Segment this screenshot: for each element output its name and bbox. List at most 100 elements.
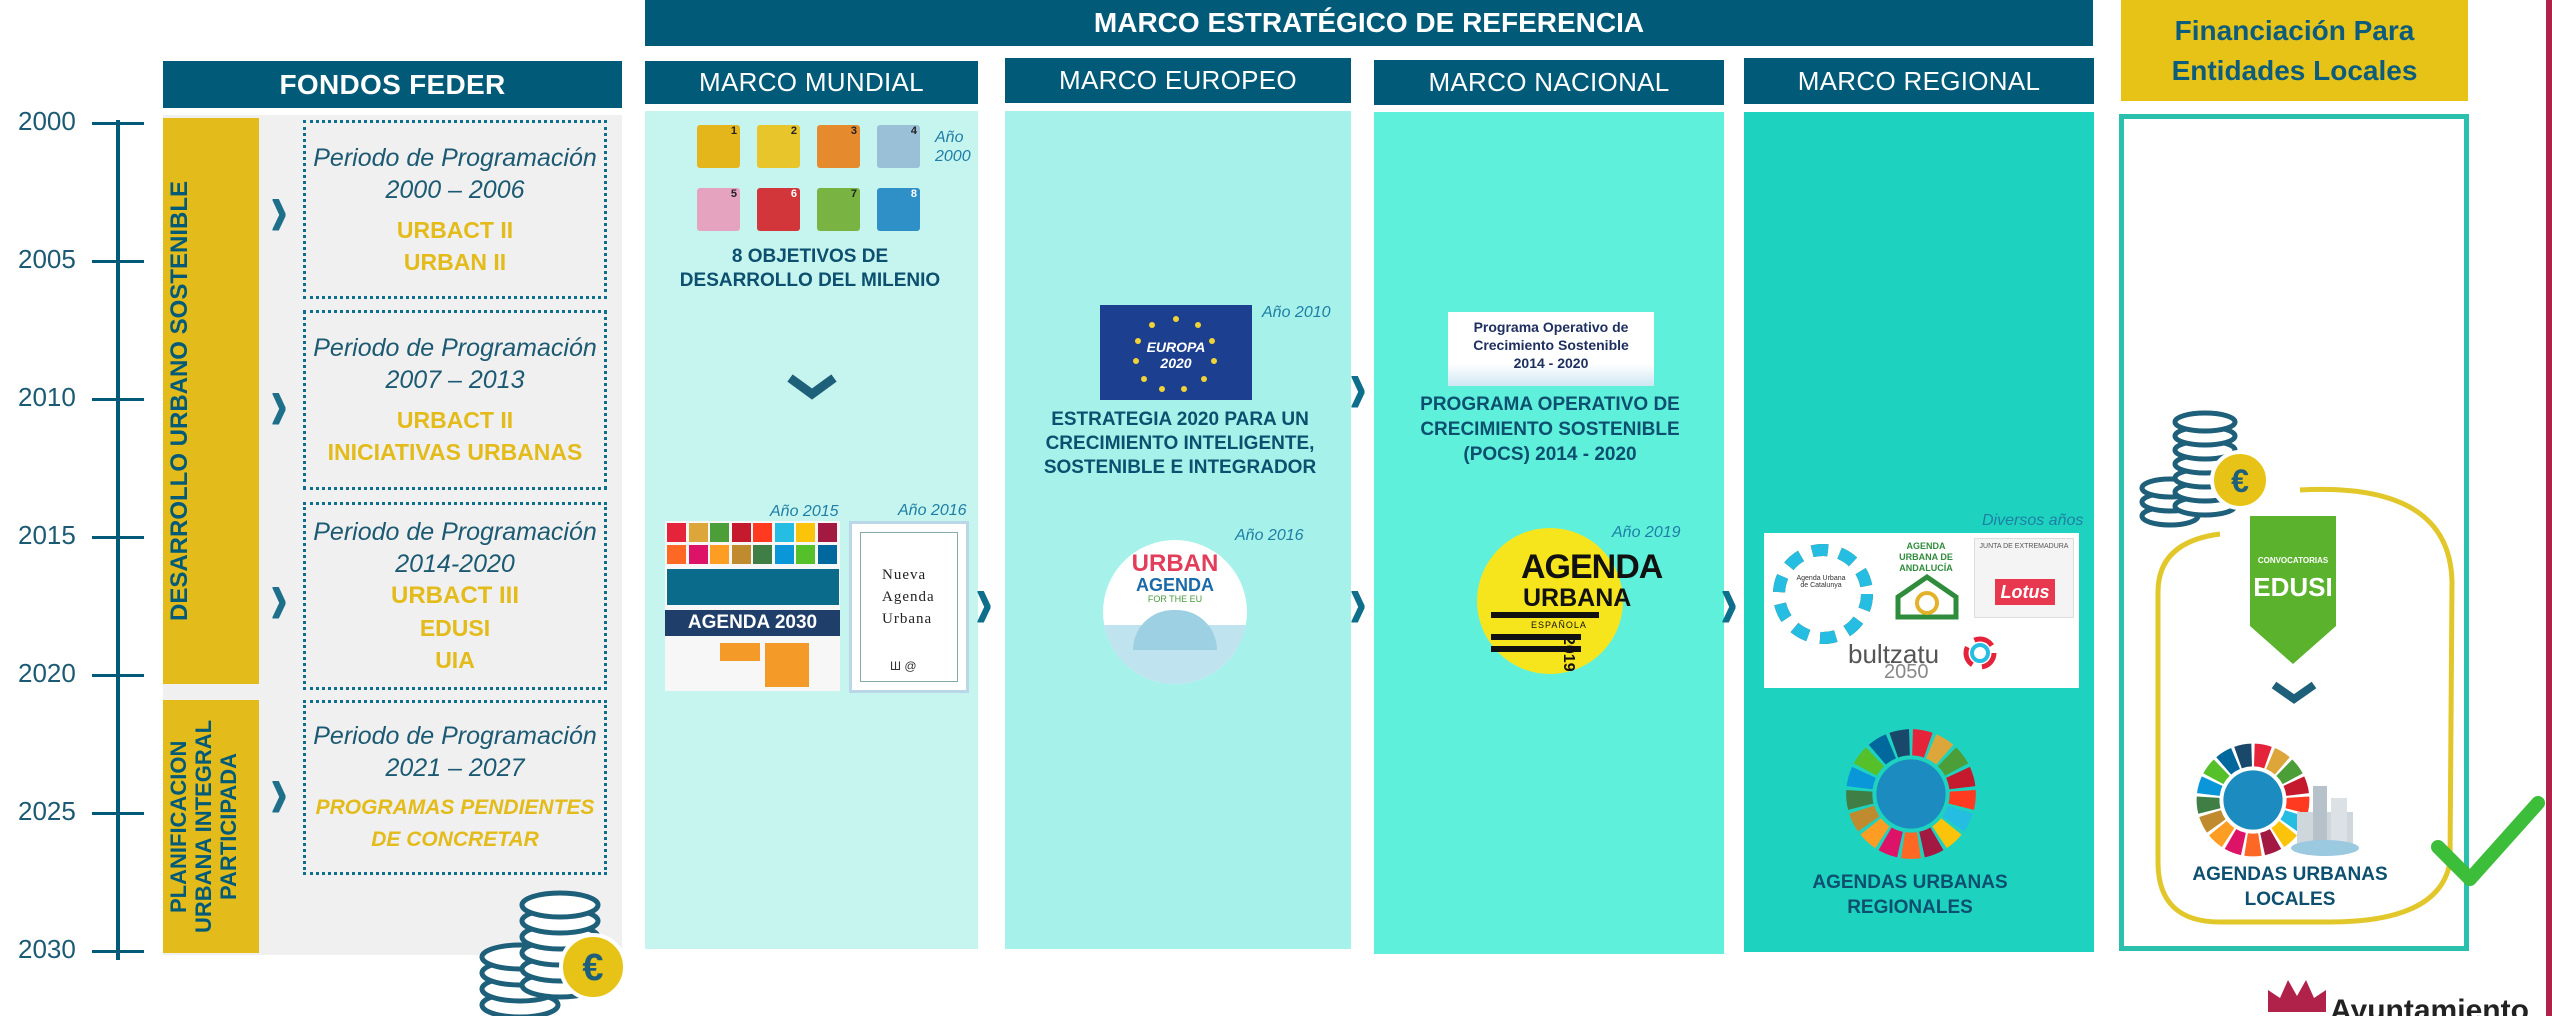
sdg-tile <box>731 545 751 564</box>
timeline-year-label: 2000 <box>18 106 76 136</box>
mundial-year-2015: Año 2015 <box>770 503 839 520</box>
euro-coins-icon: € <box>465 885 635 1016</box>
program-name: URBACT II <box>396 216 514 243</box>
sdg-wheel-segment <box>2271 821 2297 848</box>
odm-tiles: 1 2 3 4 5 6 7 8 <box>697 125 929 240</box>
period-years: 2007 – 2013 <box>385 366 525 394</box>
program-name: URBAN II <box>403 248 507 275</box>
sdg-tile <box>667 545 686 564</box>
regional-caption: AGENDAS URBANAS REGIONALES <box>1812 872 2008 918</box>
sdg-wheel-segment <box>2276 759 2303 785</box>
odm-goal-1: 1 <box>697 125 740 168</box>
mundial-title-text: MARCO MUNDIAL <box>699 67 924 97</box>
sdg-wheel-segment <box>2244 833 2262 857</box>
period-2014-2020: Periodo de Programación 2014-2020 URBACT… <box>303 502 607 690</box>
chevron-right-icon: › <box>270 358 288 448</box>
lotus-label: Lotus <box>1995 579 2055 605</box>
period-years: 2000 – 2006 <box>385 175 525 204</box>
sdg-wheel-segment <box>1846 789 1874 810</box>
period-2007-2013: Periodo de Programación 2007 – 2013 URBA… <box>303 310 607 490</box>
sdg-wheel-segment <box>1948 789 1976 810</box>
europeo-title-text: MARCO EUROPEO <box>1059 65 1297 95</box>
timeline-tick <box>92 536 144 539</box>
timeline-tick <box>92 122 144 125</box>
sdg-wheel-center <box>1876 759 1946 829</box>
agenda-bar <box>1491 634 1581 640</box>
period-label: Periodo de Programación <box>313 143 597 172</box>
timeline-year-label: 2030 <box>18 934 76 964</box>
nacional-title-text: MARCO NACIONAL <box>1428 67 1670 97</box>
svg-text:€: € <box>582 947 603 989</box>
timeline-tick <box>92 812 144 815</box>
sdg-wheel-segment <box>1932 818 1962 849</box>
sdg-tile <box>688 523 708 542</box>
phase-urban-sustainable: DESARROLLO URBANO SOSTENIBLE <box>163 118 259 684</box>
nueva-agenda-urbana-image: Nueva Agenda Urbana Ш @ <box>849 521 969 693</box>
sdg-wheel-segment <box>2224 829 2246 856</box>
chevron-right-icon: › <box>1349 556 1367 646</box>
extremadura-logo: JUNTA DE EXTREMADURA Lotus <box>1974 538 2074 618</box>
urban-agenda-eu-logo: URBAN AGENDA FOR THE EU <box>1103 540 1247 684</box>
sdg-wheel-icon <box>1842 725 1980 863</box>
program-name: EDUSI <box>419 615 491 641</box>
sdg-wheel-segment <box>1868 734 1896 765</box>
period-years: 2021 – 2027 <box>385 753 525 782</box>
feder-title-text: FONDOS FEDER <box>279 68 506 100</box>
sdg-wheel-segment <box>2197 776 2223 796</box>
urbana-word: URBANA <box>1523 584 1632 612</box>
agenda-bar <box>1491 646 1581 652</box>
espanola-word: ESPAÑOLA <box>1531 620 1587 630</box>
timeline-tick <box>92 950 144 953</box>
timeline-year-label: 2010 <box>18 382 76 412</box>
sdg-wheel-segment <box>1846 766 1876 790</box>
mundial-year-2016: Año 2016 <box>898 502 967 519</box>
phase-integral-planning-label: PLANIFICACION URBANA INTEGRAL PARTICIPAD… <box>166 719 241 934</box>
sdg-wheel-segment <box>1912 729 1933 758</box>
edge-decoration <box>2546 0 2552 1016</box>
funding-loop <box>2150 482 2460 932</box>
timeline-year-label: 2005 <box>18 244 76 274</box>
un-logos: Ш @ <box>890 659 917 673</box>
program-name: INICIATIVAS URBANAS <box>327 439 583 465</box>
chevron-down-icon <box>786 372 838 402</box>
regional-title: MARCO REGIONAL <box>1744 58 2094 104</box>
europeo-title: MARCO EUROPEO <box>1005 58 1351 103</box>
agenda-bar <box>1491 612 1599 618</box>
sdg-wheel-segment <box>1878 827 1903 858</box>
sdg-wheel-segment <box>2199 810 2226 833</box>
financing-caption: AGENDAS URBANAS LOCALES <box>2192 864 2388 910</box>
sdg-banner-strip <box>667 569 839 605</box>
sdg-wheel-segment <box>2196 796 2221 814</box>
period-2021-2027: Periodo de Programación 2021 – 2027 PROG… <box>303 700 607 875</box>
chevron-right-icon: › <box>270 746 288 836</box>
program-name: URBACT III <box>391 582 519 609</box>
period-2000-2006: Periodo de Programación 2000 – 2006 URBA… <box>303 120 607 299</box>
program-name: URBACT II <box>396 407 514 433</box>
sdg-tile <box>753 523 772 542</box>
program-name: UIA <box>435 647 475 673</box>
odm-goal-4: 4 <box>877 125 920 168</box>
timeline-tick <box>92 260 144 263</box>
europeo-caption: ESTRATEGIA 2020 PARA UN CRECIMIENTO INTE… <box>1043 409 1317 478</box>
chevron-right-icon: › <box>1349 341 1367 431</box>
local-agendas-icon <box>2193 740 2368 860</box>
timeline-year-label: 2015 <box>18 520 76 550</box>
sdg-tile <box>796 523 815 542</box>
sdg-tile <box>817 523 837 542</box>
mundial-year-2000: Año 2000 <box>935 129 971 165</box>
regional-agendas-logos: Agenda Urbana de Catalunya AGENDA URBANA… <box>1764 533 2079 688</box>
sdg-wheel-segment <box>1937 747 1969 776</box>
phase-urban-sustainable-label: DESARROLLO URBANO SOSTENIBLE <box>166 180 193 621</box>
pocs-logo-line: 2014 - 2020 <box>1513 355 1589 371</box>
europa-2020-text: EUROPA 2020 <box>1146 339 1206 371</box>
sdg-wheel-segment <box>2260 829 2282 856</box>
main-title: MARCO ESTRATÉGICO DE REFERENCIA <box>1093 7 1645 38</box>
period-label: Periodo de Programación <box>313 721 597 750</box>
sdg-wheel-segment <box>1889 729 1910 758</box>
regional-title-text: MARCO REGIONAL <box>1797 65 2041 96</box>
odm-goal-3: 3 <box>817 125 860 168</box>
sdg-tile <box>753 545 772 564</box>
timeline-tick <box>92 398 144 401</box>
nacional-year-2019: Año 2019 <box>1612 524 1681 541</box>
pocs-logo: Programa Operativo de Crecimiento Sosten… <box>1448 312 1654 386</box>
